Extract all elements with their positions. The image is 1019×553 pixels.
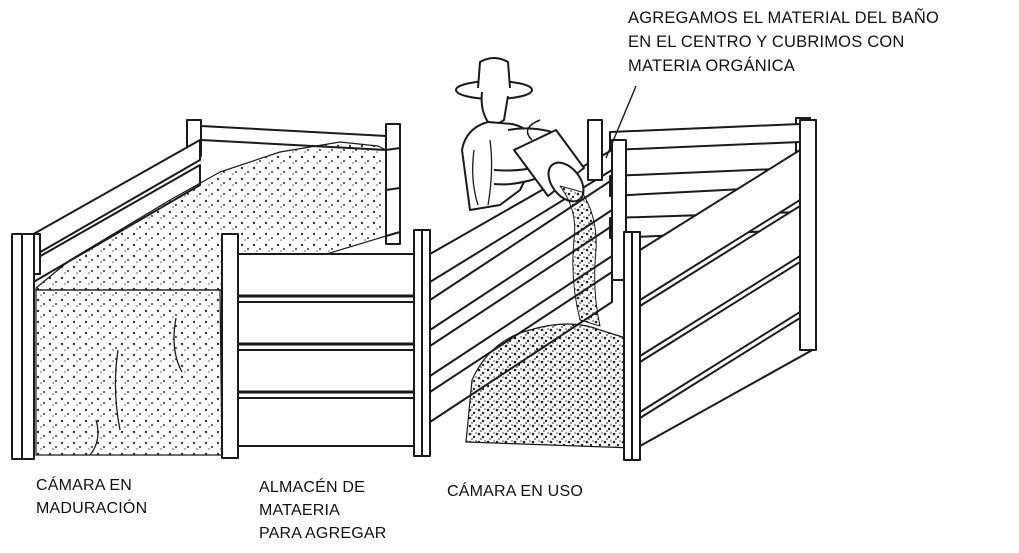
falling-material bbox=[559, 185, 601, 327]
label-leader-line bbox=[605, 85, 637, 159]
instruction-label: AGREGAMOS EL MATERIAL DEL BAÑO EN EL CEN… bbox=[628, 9, 940, 75]
chamber-in-use bbox=[465, 117, 817, 461]
storage-label: ALMACÉN DE MATAERIA PARA AGREGAR bbox=[259, 479, 387, 542]
hat-icon bbox=[455, 57, 533, 100]
chamber-in-use-label: CÁMARA EN USO bbox=[447, 483, 583, 500]
maturing-chamber-label: CÁMARA EN MADURACIÓN bbox=[36, 477, 148, 517]
person-pouring bbox=[455, 57, 585, 211]
